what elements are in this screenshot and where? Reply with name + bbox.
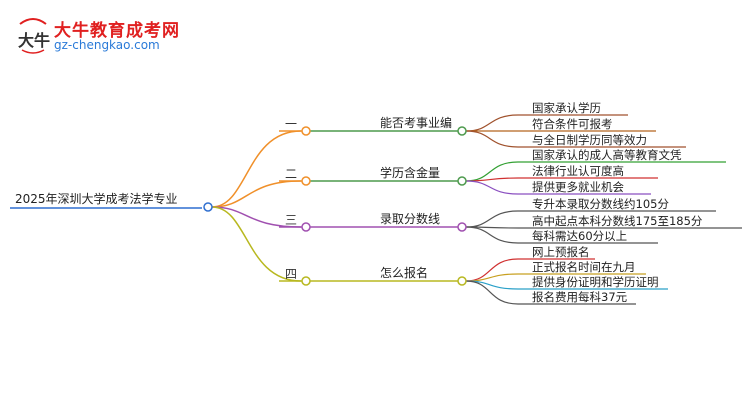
branch-4-node bbox=[301, 276, 311, 286]
branch-1-child-2-label: 符合条件可报考 bbox=[532, 117, 613, 131]
connectors bbox=[10, 114, 742, 305]
branch-1-connector bbox=[211, 130, 302, 208]
logo-url: gz-chengkao.com bbox=[54, 38, 160, 52]
branch-4-label: 怎么报名 bbox=[380, 265, 428, 280]
branch-2-child-3-connector bbox=[465, 180, 519, 195]
branch-4-connector bbox=[211, 206, 302, 282]
branch-3-node bbox=[301, 222, 311, 232]
logo-title: 大牛教育成考网 bbox=[54, 21, 180, 41]
branch-4-child-4-connector bbox=[465, 280, 519, 305]
branch-3-child-3-connector bbox=[465, 226, 519, 244]
branch-3-child-1-connector bbox=[465, 210, 519, 228]
branch-1-node bbox=[301, 126, 311, 136]
branch-4-child-1-label: 网上预报名 bbox=[532, 245, 590, 259]
branch-4-child-4-label: 报名费用每科37元 bbox=[532, 290, 628, 304]
branch-1-label: 能否考事业编 bbox=[380, 115, 452, 130]
logo-emblem: 大牛 bbox=[18, 18, 50, 54]
branch-1-child-3-connector bbox=[465, 130, 519, 148]
branch-4-child-3-label: 提供身份证明和学历证明 bbox=[532, 275, 659, 289]
branch-1-hub bbox=[457, 126, 467, 136]
branch-2-label: 学历含金量 bbox=[380, 165, 440, 180]
branch-2-node bbox=[301, 176, 311, 186]
root-node bbox=[203, 202, 213, 212]
branch-2-child-1-label: 国家承认的成人高等教育文凭 bbox=[532, 148, 682, 162]
branch-4-hub bbox=[457, 276, 467, 286]
logo: 大牛 大牛教育成考网 gz-chengkao.com bbox=[14, 16, 194, 60]
branch-2-child-3-label: 提供更多就业机会 bbox=[532, 180, 624, 194]
branch-2-index: 二 bbox=[285, 167, 297, 181]
branch-1-child-1-label: 国家承认学历 bbox=[532, 101, 601, 115]
branch-3-child-3-label: 每科需达60分以上 bbox=[532, 229, 627, 243]
nodes: 2025年深圳大学成考法学专业 一 能否考事业编 国家承认学历符合条件可报考与全日制学… bbox=[15, 101, 703, 304]
branch-2-connector bbox=[211, 180, 302, 208]
branch-2-child-2-label: 法律行业认可度高 bbox=[532, 164, 624, 178]
branch-1-child-3-label: 与全日制学历同等效力 bbox=[532, 133, 647, 147]
branch-1-index: 一 bbox=[285, 117, 297, 131]
branch-3-child-2-label: 高中起点本科分数线175至185分 bbox=[532, 214, 703, 228]
branch-3-child-1-label: 专升本录取分数线约105分 bbox=[532, 197, 669, 211]
branch-2-child-2-connector bbox=[465, 177, 519, 182]
branch-4-child-2-label: 正式报名时间在九月 bbox=[532, 260, 636, 274]
logo-glyph: 大牛 bbox=[18, 31, 50, 50]
root-label: 2025年深圳大学成考法学专业 bbox=[15, 191, 178, 206]
branch-1-child-1-connector bbox=[465, 114, 519, 132]
branch-3-index: 三 bbox=[285, 213, 297, 227]
branch-2-hub bbox=[457, 176, 467, 186]
branch-3-hub bbox=[457, 222, 467, 232]
branch-4-index: 四 bbox=[285, 267, 297, 281]
branch-3-label: 录取分数线 bbox=[380, 211, 440, 226]
